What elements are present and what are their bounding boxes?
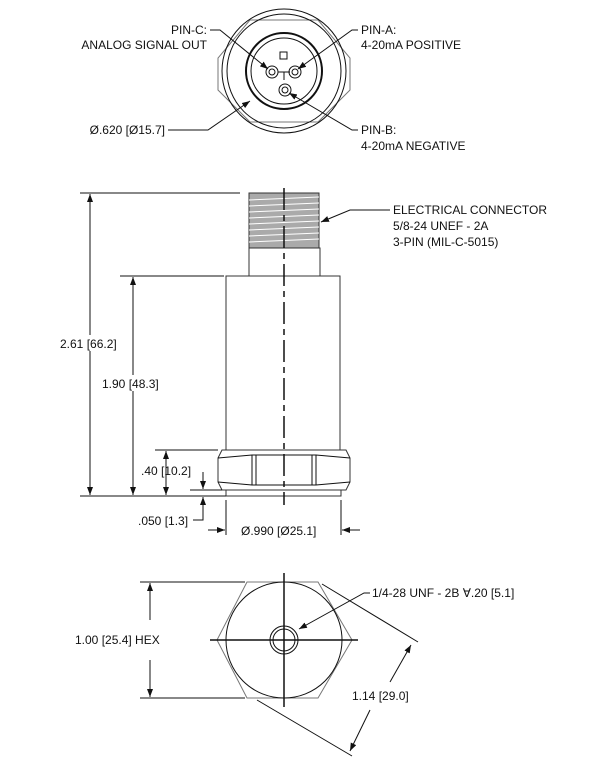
corner-dim-down [349, 709, 371, 752]
pin-a-icon [288, 65, 302, 79]
connector-insert [250, 37, 318, 105]
thread-spec: 1/4-28 UNF - 2B ∀.20 [5.1] [372, 586, 514, 600]
dim-050-bottom-arrow [193, 497, 206, 521]
pin-b-icon [278, 83, 292, 97]
dia-extension [225, 500, 342, 535]
sensor-body [225, 275, 341, 451]
bottom-extension-lines [140, 581, 419, 757]
pin-divider [278, 71, 290, 80]
diameter-leader [168, 100, 251, 131]
pin-b-label: PIN-B: [361, 123, 396, 137]
pin-b-desc: 4-20mA NEGATIVE [361, 139, 465, 153]
pin-b-leader [288, 92, 358, 131]
hex-corners-dim: 1.14 [29.0] [352, 689, 409, 703]
pin-c-desc: ANALOG SIGNAL OUT [81, 38, 207, 52]
corner-dim-up [389, 644, 412, 683]
overall-height-dim: 2.61 [66.2] [60, 337, 117, 351]
pin-a-leader [297, 29, 358, 70]
pin-c-icon [265, 65, 279, 79]
bottom-centerlines [210, 573, 358, 707]
bottom-view: 1.00 [25.4] HEX 1.14 [29.0] 1/4-28 UNF -… [75, 573, 514, 757]
connector-line3: 3-PIN (MIL-C-5015) [393, 235, 498, 249]
base-lip-dim: .050 [1.3] [138, 514, 188, 528]
side-diameter-dim: Ø.990 [Ø25.1] [241, 524, 316, 538]
extension-lines [80, 192, 240, 497]
side-view: 2.61 [66.2] 1.90 [48.3] .40 [10.2] .050 … [58, 188, 547, 538]
top-view: PIN-C: ANALOG SIGNAL OUT PIN-A: 4-20mA P… [81, 8, 465, 153]
top-outer-circle [221, 8, 347, 134]
hex-height-dim: .40 [10.2] [141, 464, 191, 478]
pin-c-leader [210, 29, 269, 70]
connector-line1: ELECTRICAL CONNECTOR [393, 203, 547, 217]
connector-shell [245, 32, 323, 110]
top-hex-outline [217, 19, 351, 123]
pin-c-label: PIN-C: [171, 23, 207, 37]
pin-a-desc: 4-20mA POSITIVE [361, 38, 461, 52]
connector-line2: 5/8-24 UNEF - 2A [393, 219, 488, 233]
thread-leader [298, 592, 370, 630]
connector-leader [320, 209, 390, 223]
body-height-dim: 1.90 [48.3] [102, 377, 159, 391]
pin-a-label: PIN-A: [361, 23, 396, 37]
top-circle-2 [226, 13, 342, 129]
top-diameter: Ø.620 [Ø15.7] [90, 123, 165, 137]
hex-flats-dim: 1.00 [25.4] HEX [75, 633, 160, 647]
key-mark [279, 51, 288, 60]
